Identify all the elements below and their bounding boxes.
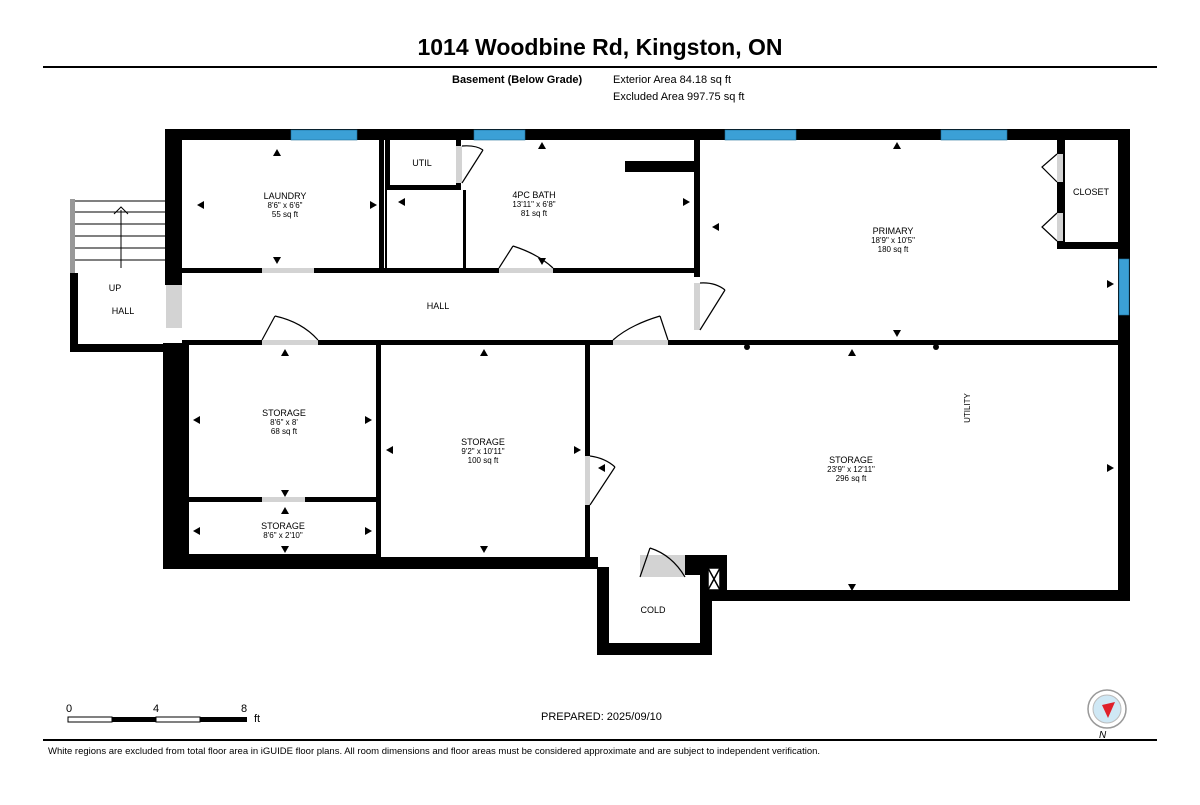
bottom-divider	[43, 739, 1157, 741]
cold-vent	[707, 567, 721, 591]
laundry-name: LAUNDRY	[264, 191, 307, 201]
top-divider	[43, 66, 1157, 68]
closet-name: CLOSET	[1073, 187, 1110, 197]
storage4-dims: 8'6" x 2'10"	[263, 531, 303, 540]
primary-name: PRIMARY	[873, 226, 914, 236]
storage1-name: STORAGE	[262, 408, 306, 418]
utility-label: UTILITY	[963, 392, 972, 422]
scale-tick-8: 8	[241, 703, 248, 715]
scale-bar	[67, 716, 247, 723]
windows	[290, 129, 1130, 316]
storage2-dims: 9'2" x 10'11"	[461, 447, 504, 456]
excluded-area: Excluded Area 997.75 sq ft	[613, 91, 745, 103]
scale-tick-4: 4	[153, 703, 160, 715]
primary-dims: 18'9" x 10'5"	[871, 236, 915, 245]
walls	[70, 129, 1130, 655]
scale-tick-0: 0	[66, 703, 73, 715]
exterior-area: Exterior Area 84.18 sq ft	[613, 74, 732, 86]
bath-dims: 13'11" x 6'8"	[512, 200, 555, 209]
dimension-ticks	[193, 142, 1114, 591]
hall-left-name: HALL	[112, 306, 135, 316]
footer-disclaimer: White regions are excluded from total fl…	[48, 746, 821, 757]
door-swings	[261, 145, 1058, 578]
storage4-name: STORAGE	[261, 521, 305, 531]
north-label: N	[1099, 730, 1107, 741]
page-title: 1014 Woodbine Rd, Kingston, ON	[417, 34, 783, 60]
door-openings	[166, 146, 1063, 577]
storage1-area: 68 sq ft	[271, 427, 298, 436]
storage2-name: STORAGE	[461, 437, 505, 447]
storage3-dims: 23'9" x 12'11"	[827, 465, 875, 474]
cold-name: COLD	[640, 605, 666, 615]
storage3-name: STORAGE	[829, 455, 873, 465]
floor-name: Basement (Below Grade)	[452, 74, 583, 86]
laundry-dims: 8'6" x 6'6"	[268, 201, 303, 210]
bath-name: 4PC BATH	[512, 190, 555, 200]
storage1-dims: 8'6" x 8'	[270, 418, 298, 427]
up-label: UP	[109, 283, 122, 293]
north-compass-icon	[1087, 689, 1127, 729]
primary-area: 180 sq ft	[878, 245, 909, 254]
util-name: UTIL	[412, 158, 432, 168]
stairs	[70, 199, 165, 275]
storage2-area: 100 sq ft	[468, 456, 499, 465]
hall-name: HALL	[427, 301, 450, 311]
scale-unit: ft	[254, 713, 261, 725]
bath-area: 81 sq ft	[521, 209, 548, 218]
prepared-date: PREPARED: 2025/09/10	[541, 711, 662, 723]
laundry-area: 55 sq ft	[272, 210, 299, 219]
storage3-area: 296 sq ft	[836, 474, 867, 483]
